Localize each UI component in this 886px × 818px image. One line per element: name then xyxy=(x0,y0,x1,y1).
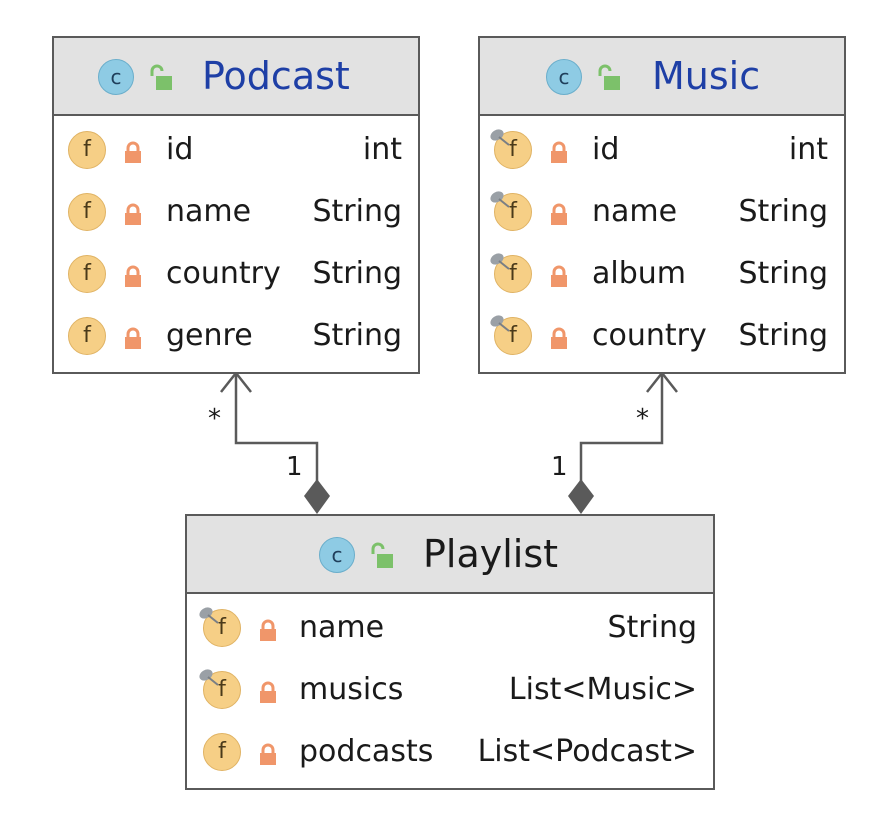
field-row[interactable]: f genre String xyxy=(54,306,418,368)
class-playlist[interactable]: c Playlist f name String f xyxy=(185,514,715,790)
lock-icon xyxy=(125,203,141,225)
class-c-icon: c xyxy=(98,59,134,95)
field-name: country xyxy=(166,256,281,291)
lock-icon xyxy=(125,265,141,287)
field-name: name xyxy=(299,610,385,645)
field-type: String xyxy=(738,318,828,353)
pin-icon xyxy=(199,669,219,686)
podcast-relation-line xyxy=(234,373,319,485)
field-row[interactable]: f country String xyxy=(54,244,418,306)
field-f-icon: f xyxy=(490,129,532,169)
field-list: f id int f xyxy=(480,116,844,368)
unlocked-icon xyxy=(150,64,172,90)
class-name: Music xyxy=(652,54,761,98)
unlocked-icon xyxy=(598,64,620,90)
field-f-icon: f xyxy=(490,315,532,355)
class-header: c Playlist xyxy=(187,516,713,594)
field-type: String xyxy=(607,610,697,645)
pin-icon xyxy=(490,315,510,332)
podcast-composition-diamond xyxy=(304,479,330,514)
lock-icon xyxy=(260,743,276,765)
class-header: c Music xyxy=(480,38,844,116)
class-name: Podcast xyxy=(202,54,350,98)
field-row[interactable]: f id int xyxy=(480,120,844,182)
field-type: String xyxy=(738,256,828,291)
field-name: id xyxy=(166,132,194,167)
field-type: int xyxy=(788,132,828,167)
field-name: podcasts xyxy=(299,734,434,769)
field-f-icon: f xyxy=(203,733,241,771)
field-name: musics xyxy=(299,672,404,707)
podcast-source-multiplicity: 1 xyxy=(286,452,303,482)
field-type: String xyxy=(738,194,828,229)
lock-icon xyxy=(551,203,567,225)
field-list: f name String f xyxy=(187,594,713,784)
field-type: String xyxy=(312,256,402,291)
pin-icon xyxy=(490,129,510,146)
field-f-icon: f xyxy=(490,253,532,293)
lock-icon xyxy=(260,681,276,703)
field-name: genre xyxy=(166,318,253,353)
lock-icon xyxy=(125,327,141,349)
field-f-icon: f xyxy=(68,193,106,231)
pin-icon xyxy=(490,191,510,208)
class-c-icon: c xyxy=(319,537,355,573)
field-name: name xyxy=(592,194,678,229)
field-f-icon: f xyxy=(199,669,241,709)
music-source-multiplicity: 1 xyxy=(551,452,568,482)
field-name: country xyxy=(592,318,707,353)
pin-icon xyxy=(490,253,510,270)
lock-icon xyxy=(260,619,276,641)
field-row[interactable]: f podcasts List<Podcast> xyxy=(187,722,713,784)
unlocked-icon xyxy=(371,542,393,568)
field-f-icon: f xyxy=(68,255,106,293)
class-name: Playlist xyxy=(423,532,559,576)
class-header: c Podcast xyxy=(54,38,418,116)
field-row[interactable]: f musics List<Music> xyxy=(187,660,713,722)
field-type: int xyxy=(362,132,402,167)
lock-icon xyxy=(551,141,567,163)
lock-icon xyxy=(551,327,567,349)
field-f-icon: f xyxy=(199,607,241,647)
field-name: album xyxy=(592,256,686,291)
field-row[interactable]: f name String xyxy=(54,182,418,244)
field-name: id xyxy=(592,132,620,167)
class-c-icon: c xyxy=(546,59,582,95)
field-f-icon: f xyxy=(68,131,106,169)
music-target-multiplicity: * xyxy=(636,404,649,434)
field-type: List<Music> xyxy=(508,672,697,707)
field-type: String xyxy=(312,194,402,229)
class-music[interactable]: c Music f id int f xyxy=(478,36,846,374)
field-f-icon: f xyxy=(490,191,532,231)
field-type: String xyxy=(312,318,402,353)
lock-icon xyxy=(551,265,567,287)
field-row[interactable]: f album String xyxy=(480,244,844,306)
music-composition-diamond xyxy=(568,479,594,514)
field-row[interactable]: f country String xyxy=(480,306,844,368)
field-list: f id int f name String f country Str xyxy=(54,116,418,368)
class-podcast[interactable]: c Podcast f id int f name String f xyxy=(52,36,420,374)
field-row[interactable]: f name String xyxy=(480,182,844,244)
field-f-icon: f xyxy=(68,317,106,355)
pin-icon xyxy=(199,607,219,624)
field-row[interactable]: f name String xyxy=(187,598,713,660)
field-name: name xyxy=(166,194,252,229)
podcast-target-multiplicity: * xyxy=(208,404,221,434)
music-relation-line xyxy=(579,373,664,485)
field-row[interactable]: f id int xyxy=(54,120,418,182)
field-type: List<Podcast> xyxy=(477,734,697,769)
lock-icon xyxy=(125,141,141,163)
